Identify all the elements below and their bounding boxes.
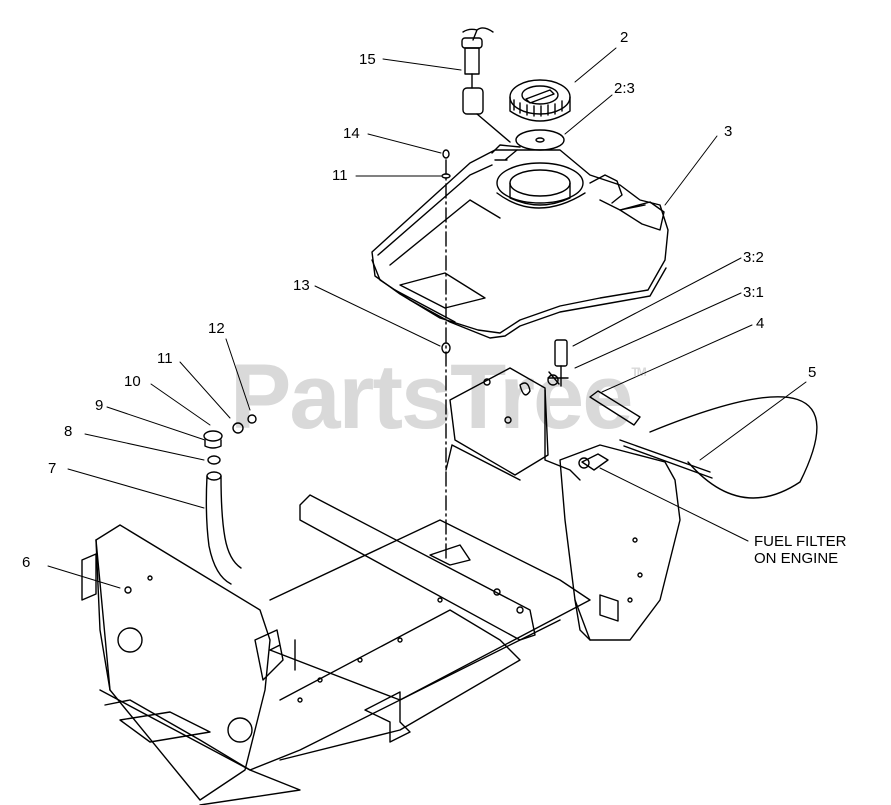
fuel-hose-part: [619, 439, 711, 473]
callout-5: 5: [808, 364, 817, 381]
screw-part: [442, 149, 450, 159]
callout-2: 2: [620, 29, 629, 46]
callout-2-3: 2:3: [614, 80, 635, 97]
callout-4: 4: [756, 315, 765, 332]
callout-11-left: 11: [157, 350, 173, 367]
callout-10: 10: [124, 373, 141, 390]
fuel-line-short-part: [589, 390, 641, 426]
leader-lines: [47, 47, 807, 589]
fuel-cap-part: [509, 79, 571, 122]
fuel-filter-note: FUEL FILTER ON ENGINE: [754, 533, 847, 567]
fuel-tank-part: [371, 144, 669, 339]
rear-panel-part: [81, 524, 296, 801]
callout-7: 7: [48, 460, 57, 477]
fuel-line-long-part: [649, 396, 818, 499]
callout-3-1: 3:1: [743, 284, 764, 301]
callout-13: 13: [293, 277, 310, 294]
filler-neck-part: [203, 414, 257, 585]
watermark: PartsTreeTM: [230, 346, 647, 448]
callout-3-2: 3:2: [743, 249, 764, 266]
callout-3: 3: [724, 123, 733, 140]
callout-9: 9: [95, 397, 104, 414]
callout-14: 14: [343, 125, 360, 142]
fuel-filter-part: [581, 453, 609, 471]
callout-11-top: 11: [332, 167, 348, 184]
shutoff-valve-part: [547, 339, 569, 387]
chassis-frame-part: [99, 367, 681, 805]
callout-12: 12: [208, 320, 225, 337]
grommet-part: [441, 342, 451, 354]
washer-part: [441, 173, 451, 179]
callout-8: 8: [64, 423, 73, 440]
note-line-1: FUEL FILTER: [754, 533, 847, 550]
cap-gasket-part: [515, 129, 565, 151]
fuel-sender-part: [461, 27, 511, 143]
note-line-2: ON ENGINE: [754, 550, 839, 567]
callout-6: 6: [22, 554, 31, 571]
callout-15: 15: [359, 51, 376, 68]
